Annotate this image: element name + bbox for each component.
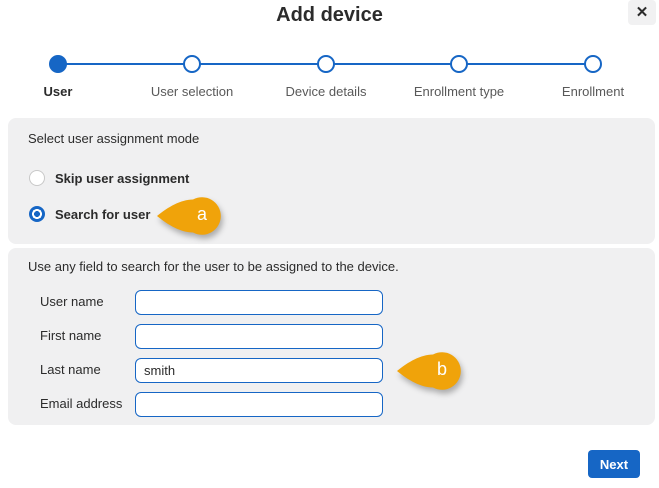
step-label: User — [43, 84, 73, 99]
first-name-input[interactable] — [135, 324, 383, 349]
dialog-title: Add device — [276, 4, 383, 26]
step-label: Device details — [285, 84, 367, 99]
email-address-label: Email address — [40, 396, 123, 411]
radio-option-skip-user-assignment[interactable]: Skip user assignment — [29, 169, 189, 187]
step-circle-outline-icon — [584, 55, 602, 73]
step-label: Enrollment type — [413, 84, 505, 99]
step-circle-outline-icon — [450, 55, 468, 73]
assignment-mode-heading: Select user assignment mode — [28, 131, 200, 146]
search-instruction-text: Use any field to search for the user to … — [28, 259, 399, 274]
close-button[interactable]: ✕ — [628, 0, 656, 25]
step-circle-outline-icon — [317, 55, 335, 73]
step-label: Enrollment — [561, 84, 625, 99]
user-name-input[interactable] — [135, 290, 383, 315]
radio-selected-icon — [29, 206, 45, 222]
step-circle-filled-icon — [49, 55, 67, 73]
next-button[interactable]: Next — [588, 450, 640, 478]
email-address-input[interactable] — [135, 392, 383, 417]
radio-option-search-for-user[interactable]: Search for user — [29, 205, 150, 223]
user-name-label: User name — [40, 294, 104, 309]
radio-unselected-icon — [29, 170, 45, 186]
step-circle-outline-icon — [183, 55, 201, 73]
last-name-label: Last name — [40, 362, 101, 377]
close-icon: ✕ — [635, 4, 649, 21]
step-label: User selection — [150, 84, 234, 99]
last-name-input[interactable] — [135, 358, 383, 383]
assignment-mode-panel — [8, 118, 655, 244]
first-name-label: First name — [40, 328, 102, 343]
radio-option-label: Search for user — [55, 206, 151, 222]
radio-option-label: Skip user assignment — [55, 170, 190, 186]
